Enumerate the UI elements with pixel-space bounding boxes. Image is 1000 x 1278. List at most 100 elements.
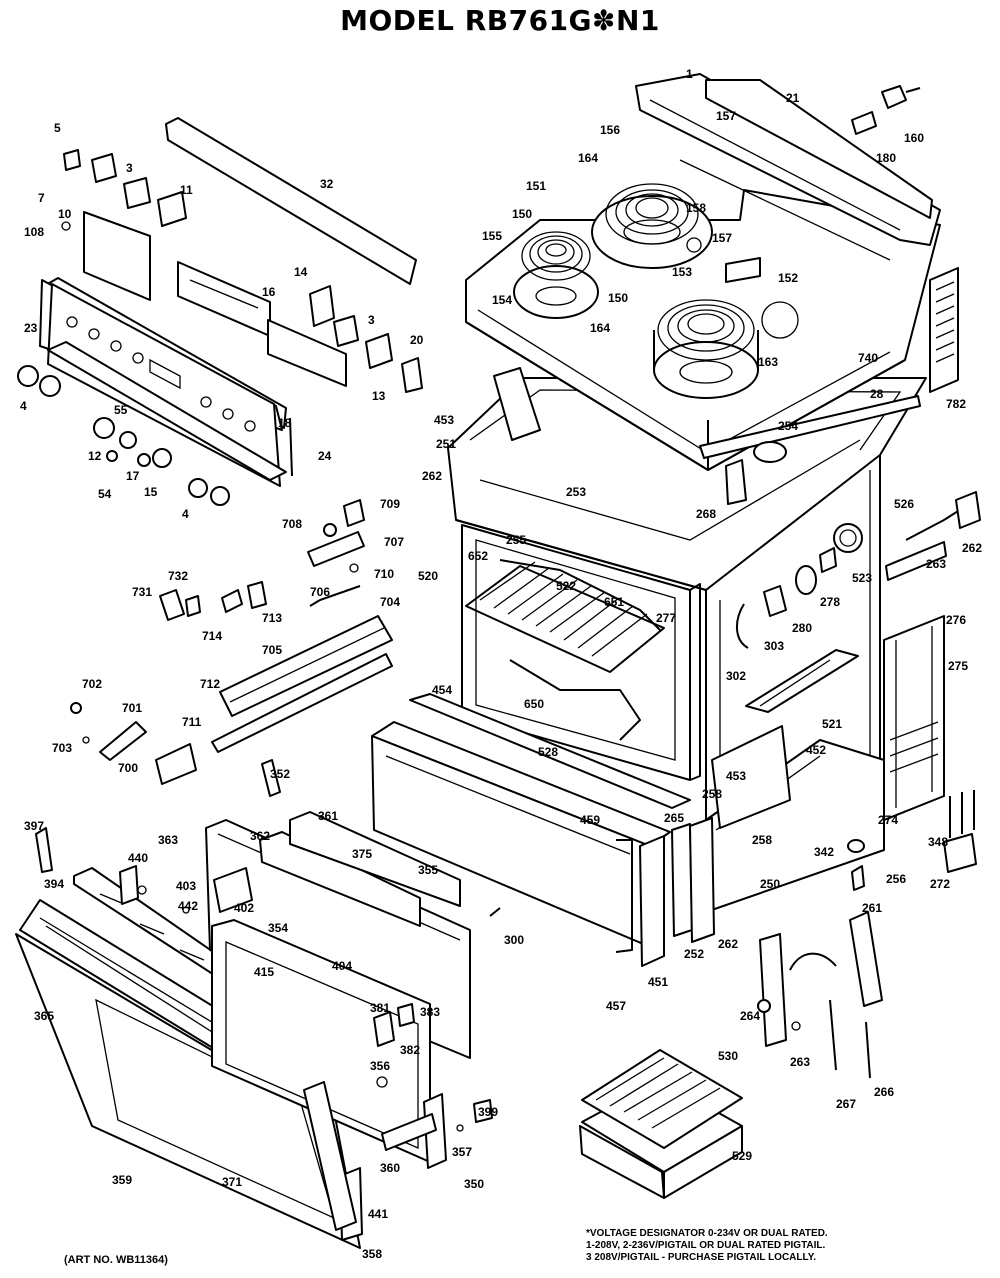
hinge-rivet — [791, 1021, 801, 1031]
knob-clip — [106, 450, 118, 462]
part-label-394: 394 — [44, 877, 64, 891]
part-label-732: 732 — [168, 569, 188, 583]
part-label-402: 402 — [234, 901, 254, 915]
part-label-151: 151 — [526, 179, 546, 193]
part-label-268: 268 — [696, 507, 716, 521]
part-label-712: 712 — [200, 677, 220, 691]
latch-bracket — [159, 589, 185, 621]
control-knob — [17, 365, 39, 387]
switch-right-2 — [365, 333, 393, 369]
part-label-359: 359 — [112, 1173, 132, 1187]
drawer-side — [639, 835, 665, 967]
control-knob-5 — [188, 478, 208, 498]
part-label-711: 711 — [182, 715, 202, 729]
infinite-switch — [91, 153, 117, 183]
part-label-263: 263 — [926, 557, 946, 571]
drawer-back — [409, 693, 691, 809]
part-label-157: 157 — [712, 231, 732, 245]
part-label-415: 415 — [254, 965, 274, 979]
part-label-253: 253 — [566, 485, 586, 499]
part-label-32: 32 — [320, 177, 334, 191]
part-label-650: 650 — [524, 697, 544, 711]
part-label-782: 782 — [946, 397, 966, 411]
part-label-300: 300 — [504, 933, 524, 947]
control-knob-3 — [93, 417, 115, 439]
door-hinge-receiver — [711, 725, 791, 829]
latch-plate — [247, 581, 267, 609]
latch-screw — [82, 736, 90, 744]
control-knob-2 — [39, 375, 61, 397]
backguard — [635, 73, 941, 261]
part-label-1: 1 — [686, 67, 693, 81]
part-label-250: 250 — [760, 877, 780, 891]
hinge-roller — [757, 999, 771, 1013]
door-bumper-2 — [397, 1003, 415, 1027]
part-label-701: 701 — [122, 701, 142, 715]
fuse-holder — [401, 357, 423, 393]
part-label-354: 354 — [268, 921, 288, 935]
surface-unit-large-rear — [591, 183, 713, 269]
part-label-258: 258 — [702, 787, 722, 801]
part-label-256: 256 — [886, 872, 906, 886]
part-label-263: 263 — [790, 1055, 810, 1069]
power-terminal-block — [943, 833, 977, 873]
latch-nut — [70, 702, 82, 714]
oven-liner — [461, 524, 701, 781]
part-label-454: 454 — [432, 683, 452, 697]
bracket-lower — [689, 817, 715, 943]
part-label-703: 703 — [52, 741, 72, 755]
part-label-154: 154 — [492, 293, 512, 307]
part-label-277: 277 — [656, 611, 676, 625]
lock-cam — [323, 523, 337, 537]
part-label-342: 342 — [814, 845, 834, 859]
part-label-255: 255 — [506, 533, 526, 547]
door-screw-2 — [182, 906, 190, 914]
switch-right — [333, 315, 359, 347]
door-clip-screw — [456, 1124, 464, 1132]
part-label-21: 21 — [786, 91, 800, 105]
part-label-280: 280 — [792, 621, 812, 635]
part-label-262: 262 — [422, 469, 442, 483]
door-plug — [376, 1076, 388, 1088]
door-hinge-arm — [381, 1113, 437, 1151]
cooktop-grommet — [686, 237, 702, 253]
part-label-453: 453 — [434, 413, 454, 427]
part-label-352: 352 — [270, 767, 290, 781]
control-panel-trim — [165, 117, 417, 285]
part-label-164: 164 — [590, 321, 610, 335]
lamp-socket — [819, 547, 837, 573]
thermostat-knob — [833, 523, 863, 553]
part-label-403: 403 — [176, 879, 196, 893]
part-label-17: 17 — [126, 469, 140, 483]
cooktop-opening — [761, 301, 799, 339]
part-label-262: 262 — [962, 541, 982, 555]
door-glass-inner — [211, 919, 431, 1163]
part-label-108: 108 — [24, 225, 44, 239]
hinge-pin — [865, 1021, 871, 1079]
part-label-350: 350 — [464, 1177, 484, 1191]
part-label-705: 705 — [262, 643, 282, 657]
terminal-connector-small — [851, 111, 877, 135]
part-label-382: 382 — [400, 1043, 420, 1057]
part-label-442: 442 — [178, 899, 198, 913]
oven-lamp — [795, 565, 817, 595]
lock-lever — [307, 531, 365, 567]
wire-cover — [885, 541, 947, 581]
surface-unit-large-front — [653, 299, 759, 399]
knob-spring — [137, 453, 151, 467]
part-label-265: 265 — [664, 811, 684, 825]
part-label-155: 155 — [482, 229, 502, 243]
part-label-261: 261 — [862, 901, 882, 915]
door-clip — [473, 1099, 493, 1123]
part-label-20: 20 — [410, 333, 424, 347]
part-label-371: 371 — [222, 1175, 242, 1189]
part-label-440: 440 — [128, 851, 148, 865]
part-label-365: 365 — [34, 1009, 54, 1023]
part-label-258: 258 — [752, 833, 772, 847]
oven-rack — [465, 561, 665, 673]
part-label-150: 150 — [512, 207, 532, 221]
latch-handle — [99, 721, 147, 761]
oven-vent-duct — [493, 367, 541, 441]
part-label-24: 24 — [318, 449, 332, 463]
control-knob-6 — [210, 486, 230, 506]
